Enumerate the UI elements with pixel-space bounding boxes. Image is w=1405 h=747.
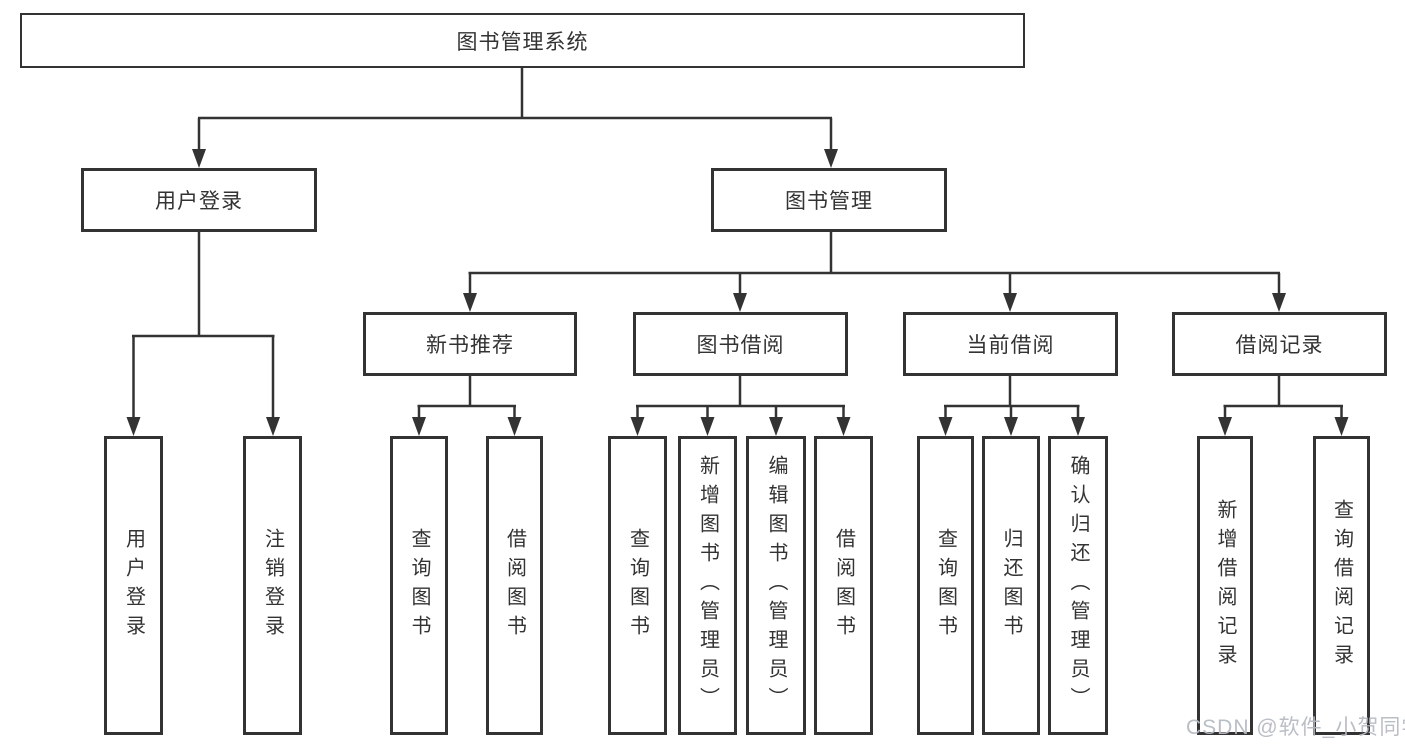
leaf-current-query-books-label: 查询图书 xyxy=(934,527,957,644)
leaf-newbooks-query-books-label: 查询图书 xyxy=(408,527,430,644)
leaf-borrow-edit-book-admin: 编辑图书（管理员） xyxy=(746,436,806,735)
leaf-records-add-record: 新增借阅记录 xyxy=(1197,436,1253,735)
leaf-records-query-record: 查询借阅记录 xyxy=(1313,436,1370,735)
leaf-current-return-books: 归还图书 xyxy=(982,436,1040,735)
leaf-records-query-record-label: 查询借阅记录 xyxy=(1330,498,1353,673)
leaf-borrow-add-book-admin: 新增图书（管理员） xyxy=(678,436,737,735)
leaf-current-query-books: 查询图书 xyxy=(917,436,974,735)
leaf-newbooks-query-books: 查询图书 xyxy=(390,436,448,735)
node-book-mgmt-label: 图书管理 xyxy=(785,190,873,213)
node-current-borrow: 当前借阅 xyxy=(903,312,1118,376)
leaf-newbooks-borrow-books: 借阅图书 xyxy=(486,436,543,735)
leaf-logout-label: 注销登录 xyxy=(261,527,284,644)
leaf-borrow-borrow-books: 借阅图书 xyxy=(814,436,873,735)
node-book-mgmt: 图书管理 xyxy=(711,168,947,232)
node-book-borrow: 图书借阅 xyxy=(633,312,848,376)
node-current-borrow-label: 当前借阅 xyxy=(966,334,1055,357)
node-root: 图书管理系统 xyxy=(20,13,1025,68)
leaf-logout: 注销登录 xyxy=(243,436,302,735)
node-new-books-label: 新书推荐 xyxy=(426,334,514,357)
node-borrow-records-label: 借阅记录 xyxy=(1235,334,1324,357)
leaf-borrow-query-books-label: 查询图书 xyxy=(626,527,649,644)
node-root-label: 图书管理系统 xyxy=(456,30,589,54)
node-borrow-records: 借阅记录 xyxy=(1172,312,1387,376)
watermark-text: CSDN @软件_小贺同学 xyxy=(1186,716,1405,739)
leaf-borrow-query-books: 查询图书 xyxy=(608,436,667,735)
leaf-user-login-label: 用户登录 xyxy=(122,527,145,644)
leaf-borrow-edit-book-admin-label: 编辑图书（管理员） xyxy=(765,455,787,716)
leaf-newbooks-borrow-books-label: 借阅图书 xyxy=(503,527,526,644)
leaf-current-confirm-return-admin-label: 确认归还（管理员） xyxy=(1067,455,1089,716)
leaf-current-return-books-label: 归还图书 xyxy=(1000,527,1022,644)
leaf-user-login: 用户登录 xyxy=(104,436,163,735)
leaf-borrow-add-book-admin-label: 新增图书（管理员） xyxy=(696,455,719,716)
leaf-current-confirm-return-admin: 确认归还（管理员） xyxy=(1048,436,1108,735)
leaf-records-add-record-label: 新增借阅记录 xyxy=(1214,498,1236,673)
node-new-books: 新书推荐 xyxy=(363,312,577,376)
node-user-login-label: 用户登录 xyxy=(155,190,243,213)
node-book-borrow-label: 图书借阅 xyxy=(696,334,785,357)
node-user-login: 用户登录 xyxy=(81,168,317,232)
leaf-borrow-borrow-books-label: 借阅图书 xyxy=(832,527,855,644)
